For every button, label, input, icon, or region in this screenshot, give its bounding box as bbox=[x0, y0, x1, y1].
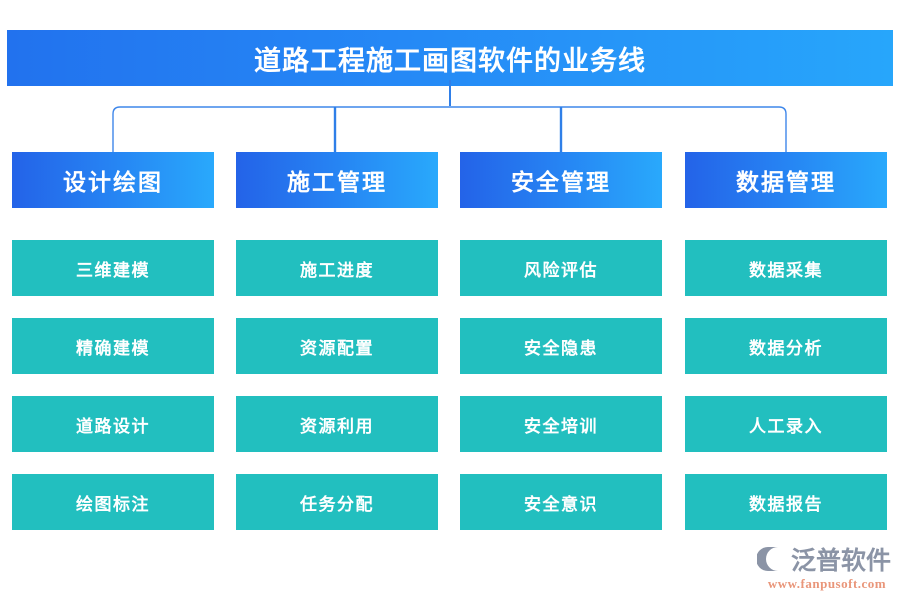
leaf-label: 三维建模 bbox=[76, 260, 150, 280]
leaf-label: 人工录入 bbox=[749, 416, 823, 436]
leaf-box[interactable]: 数据分析 bbox=[685, 318, 887, 374]
category-label: 安全管理 bbox=[511, 170, 611, 195]
leaf-label: 数据报告 bbox=[749, 494, 823, 514]
page-title: 道路工程施工画图软件的业务线 bbox=[254, 45, 646, 76]
leaf-box[interactable]: 人工录入 bbox=[685, 396, 887, 452]
leaf-label: 数据采集 bbox=[749, 260, 823, 280]
leaf-box[interactable]: 精确建模 bbox=[12, 318, 214, 374]
logo-row: 泛普软件 bbox=[757, 541, 897, 577]
leaf-box[interactable]: 安全隐患 bbox=[460, 318, 662, 374]
diagram-title-banner: 道路工程施工画图软件的业务线 bbox=[7, 30, 893, 86]
leaf-label: 风险评估 bbox=[524, 260, 598, 280]
leaf-box[interactable]: 数据报告 bbox=[685, 474, 887, 530]
leaf-box[interactable]: 任务分配 bbox=[236, 474, 438, 530]
leaf-box[interactable]: 施工进度 bbox=[236, 240, 438, 296]
category-label: 施工管理 bbox=[287, 170, 387, 195]
category-label: 设计绘图 bbox=[63, 170, 163, 195]
category-box-design[interactable]: 设计绘图 bbox=[12, 152, 214, 208]
leaf-box[interactable]: 三维建模 bbox=[12, 240, 214, 296]
leaf-label: 资源配置 bbox=[300, 338, 374, 358]
leaf-box[interactable]: 资源配置 bbox=[236, 318, 438, 374]
leaf-label: 道路设计 bbox=[76, 416, 150, 436]
leaf-label: 安全培训 bbox=[524, 416, 598, 436]
leaf-label: 数据分析 bbox=[749, 338, 823, 358]
leaf-box[interactable]: 绘图标注 bbox=[12, 474, 214, 530]
leaf-box[interactable]: 资源利用 bbox=[236, 396, 438, 452]
leaf-box[interactable]: 安全培训 bbox=[460, 396, 662, 452]
leaf-box[interactable]: 安全意识 bbox=[460, 474, 662, 530]
leaf-label: 安全意识 bbox=[524, 494, 598, 514]
leaf-label: 施工进度 bbox=[300, 260, 374, 280]
leaf-label: 绘图标注 bbox=[76, 494, 150, 514]
logo-url-text: www.fanpusoft.com bbox=[767, 576, 887, 591]
category-box-data[interactable]: 数据管理 bbox=[685, 152, 887, 208]
leaf-label: 资源利用 bbox=[300, 416, 374, 436]
connector-lines bbox=[112, 80, 787, 160]
fanpusoft-logo: 泛普软件 www.fanpusoft.com bbox=[757, 541, 897, 593]
fanpu-logo-mark bbox=[757, 547, 787, 571]
leaf-box[interactable]: 风险评估 bbox=[460, 240, 662, 296]
logo-brand-text: 泛普软件 bbox=[791, 548, 892, 575]
category-box-safety[interactable]: 安全管理 bbox=[460, 152, 662, 208]
category-box-construction[interactable]: 施工管理 bbox=[236, 152, 438, 208]
category-label: 数据管理 bbox=[736, 170, 836, 195]
leaf-label: 精确建模 bbox=[76, 338, 150, 358]
leaf-box[interactable]: 数据采集 bbox=[685, 240, 887, 296]
leaf-label: 任务分配 bbox=[300, 494, 374, 514]
leaf-label: 安全隐患 bbox=[524, 338, 598, 358]
leaf-box[interactable]: 道路设计 bbox=[12, 396, 214, 452]
